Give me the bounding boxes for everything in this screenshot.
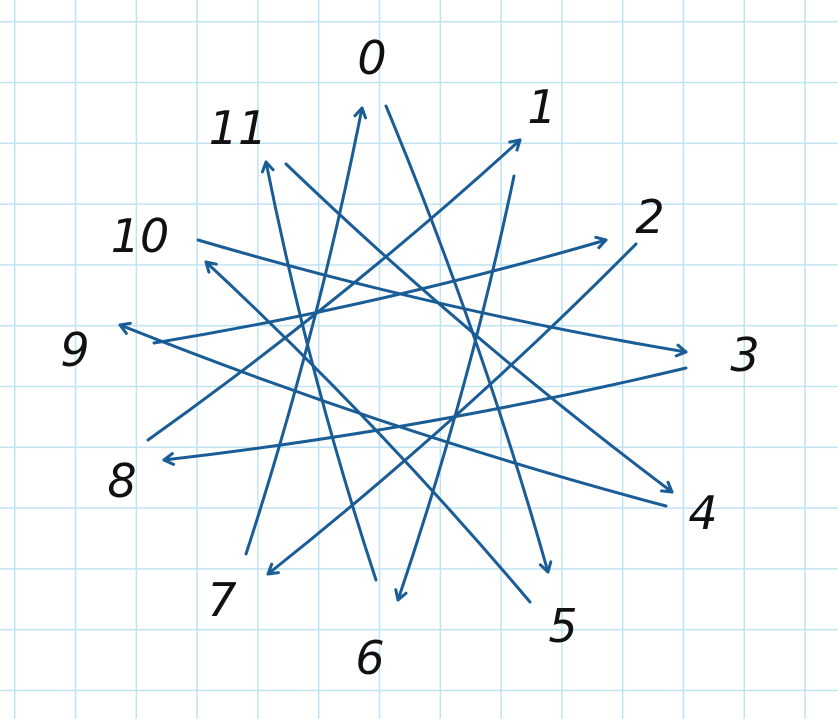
node-label-6: 6: [355, 631, 384, 685]
node-label-10: 10: [111, 209, 170, 263]
arrowhead-9: [118, 321, 132, 335]
arrowhead-8: [162, 452, 176, 466]
chord-10-to-3: [196, 238, 688, 354]
node-label-4: 4: [688, 486, 717, 540]
arrowhead-5: [538, 560, 553, 574]
arrowhead-10: [204, 260, 218, 274]
node-label-9: 9: [60, 323, 89, 377]
chord-4-to-9: [118, 323, 668, 508]
chord-2-to-7: [266, 242, 638, 576]
chord-5-to-10: [204, 260, 532, 604]
chord-11-to-4: [284, 162, 674, 494]
arrowhead-6: [394, 588, 408, 602]
arrowhead-1: [508, 138, 522, 152]
chord-9-to-2: [152, 238, 608, 345]
arrowhead-2: [594, 235, 608, 250]
node-label-2: 2: [635, 190, 664, 244]
arrowhead-3: [674, 343, 688, 358]
node-label-3: 3: [730, 328, 759, 382]
node-label-1: 1: [527, 80, 556, 134]
node-label-5: 5: [548, 599, 577, 653]
arrowhead-11: [260, 160, 275, 174]
node-label-7: 7: [207, 573, 236, 627]
chord-0-to-5: [384, 104, 550, 574]
chord-3-to-8: [162, 366, 688, 462]
arrowhead-7: [266, 562, 280, 576]
chord-1-to-6: [396, 174, 516, 602]
chord-8-to-1: [146, 138, 522, 442]
chord-7-to-0: [244, 106, 364, 556]
arrowhead-4: [660, 480, 674, 494]
chord-6-to-11: [264, 160, 378, 582]
node-label-0: 0: [357, 31, 386, 85]
chord-lines: [118, 104, 688, 604]
node-label-11: 11: [209, 101, 268, 155]
node-label-8: 8: [107, 454, 136, 508]
arrowhead-0: [353, 106, 368, 120]
